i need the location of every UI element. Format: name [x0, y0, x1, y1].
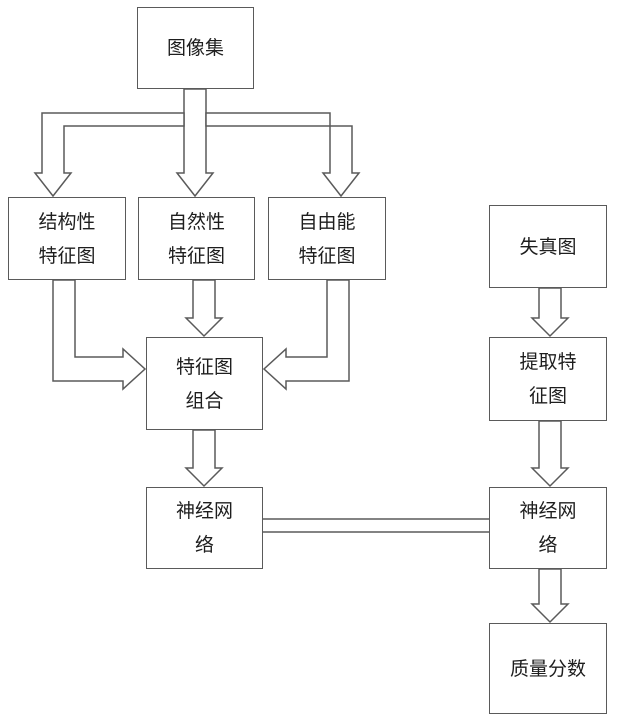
- free-energy-feature-map-label: 自由能 特征图: [298, 205, 355, 273]
- quality-score-box: 质量分数: [489, 623, 607, 714]
- neural-network-left-box: 神经网 络: [146, 487, 263, 569]
- image-set-label: 图像集: [167, 31, 224, 65]
- arrow-combine-to-nn-left: [186, 430, 222, 486]
- naturalness-feature-map-box: 自然性 特征图: [138, 197, 255, 280]
- neural-network-left-label: 神经网 络: [176, 494, 233, 562]
- arrow-imageset-to-natural: [177, 89, 213, 196]
- free-energy-feature-map-box: 自由能 特征图: [268, 197, 386, 280]
- arrow-natural-to-combine: [186, 280, 222, 336]
- arrow-freeenergy-to-combine: [264, 280, 349, 389]
- structure-feature-map-box: 结构性 特征图: [8, 197, 126, 280]
- image-set-box: 图像集: [137, 7, 254, 89]
- feature-combination-box: 特征图 组合: [146, 337, 263, 430]
- arrow-extract-to-nn-right: [532, 421, 568, 486]
- structure-feature-map-label: 结构性 特征图: [38, 205, 95, 273]
- quality-score-label: 质量分数: [510, 652, 586, 686]
- extract-feature-map-label: 提取特 征图: [519, 345, 576, 413]
- arrow-imageset-to-structure: [35, 113, 184, 196]
- extract-feature-map-box: 提取特 征图: [489, 337, 607, 421]
- feature-combination-label: 特征图 组合: [176, 350, 233, 418]
- neural-network-right-label: 神经网 络: [519, 494, 576, 562]
- naturalness-feature-map-label: 自然性 特征图: [168, 205, 225, 273]
- arrow-imageset-to-freeenergy: [206, 113, 359, 196]
- distorted-image-label: 失真图: [519, 230, 576, 264]
- distorted-image-box: 失真图: [489, 205, 607, 288]
- arrow-distorted-to-extract: [532, 288, 568, 336]
- arrow-nn-right-to-score: [532, 569, 568, 622]
- arrow-structure-to-combine: [53, 280, 145, 389]
- neural-network-right-box: 神经网 络: [489, 487, 607, 569]
